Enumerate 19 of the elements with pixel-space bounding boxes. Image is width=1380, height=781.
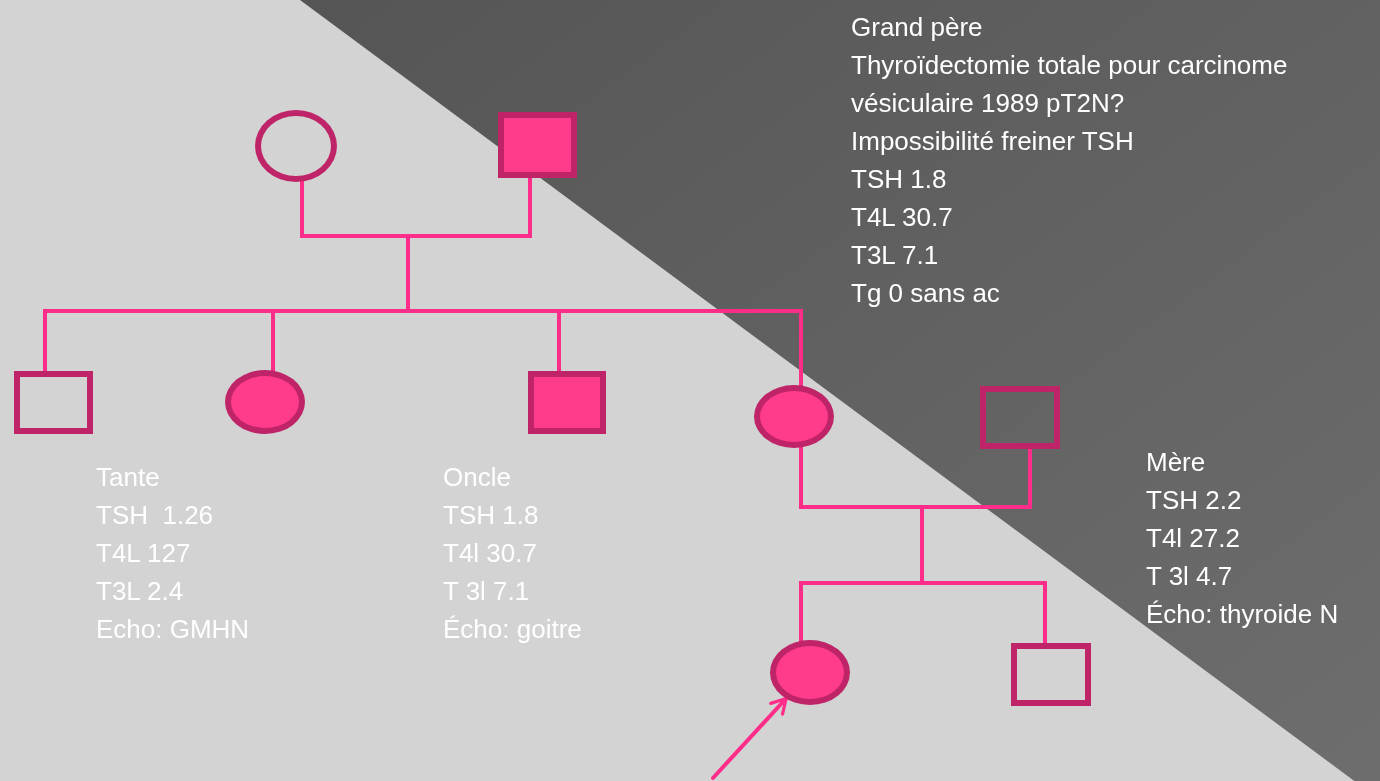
annotation-text: Grand père bbox=[851, 11, 983, 44]
male-square bbox=[14, 371, 93, 434]
annotation-text: Écho: thyroide N bbox=[1146, 598, 1339, 631]
affected-male-square bbox=[498, 112, 577, 178]
annotation-text: Thyroïdectomie totale pour carcinome vésiculaire 1989 pT2N? bbox=[851, 49, 1289, 120]
annotation-text: T4L 30.7 bbox=[851, 201, 953, 234]
male-square bbox=[1011, 643, 1091, 706]
female-circle bbox=[255, 110, 337, 182]
annotation-text: T 3l 4.7 bbox=[1146, 560, 1233, 593]
annotation-text: Impossibilité freiner TSH bbox=[851, 125, 1134, 158]
annotation-text: TSH 1.8 bbox=[851, 163, 947, 196]
annotation-text: Mère bbox=[1146, 446, 1206, 479]
male-square bbox=[980, 386, 1060, 449]
annotation-text: T4l 27.2 bbox=[1146, 522, 1240, 555]
annotation-text: TSH 2.2 bbox=[1146, 484, 1242, 517]
annotation-text: Tg 0 sans ac bbox=[851, 277, 1000, 310]
affected-male-square bbox=[528, 371, 606, 434]
arrow bbox=[711, 696, 789, 780]
annotation-text: T3L 7.1 bbox=[851, 239, 939, 272]
